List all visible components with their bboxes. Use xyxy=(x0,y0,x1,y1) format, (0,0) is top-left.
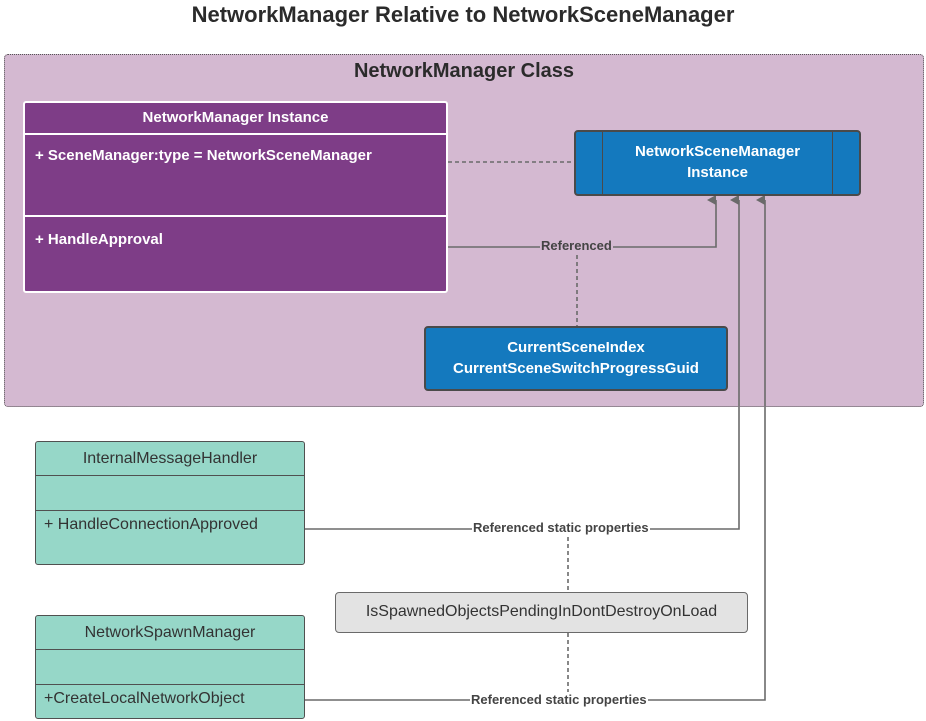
left-bar xyxy=(602,132,603,194)
static-properties-label-1: Referenced static properties xyxy=(472,520,650,535)
static-properties-label-2: Referenced static properties xyxy=(470,692,648,707)
handle-approval-method: + HandleApproval xyxy=(25,215,446,248)
right-bar xyxy=(832,132,833,194)
network-scene-manager-instance[interactable]: NetworkSceneManager Instance xyxy=(574,130,861,196)
create-local-network-object-method: +CreateLocalNetworkObject xyxy=(36,684,304,708)
scene-manager-name: NetworkSceneManager xyxy=(634,143,801,160)
network-spawn-manager-fields xyxy=(36,649,304,684)
network-manager-instance[interactable]: NetworkManager Instance + SceneManager:t… xyxy=(23,101,448,293)
current-scene-index: CurrentSceneIndex xyxy=(507,339,645,356)
referenced-arrow xyxy=(448,195,717,248)
internal-message-handler-class[interactable]: InternalMessageHandler + HandleConnectio… xyxy=(35,441,305,565)
network-spawn-manager-header: NetworkSpawnManager xyxy=(84,624,256,641)
handle-connection-approved-method: + HandleConnectionApproved xyxy=(36,510,304,534)
scene-manager-field: + SceneManager:type = NetworkSceneManage… xyxy=(25,133,446,215)
internal-message-handler-fields xyxy=(36,475,304,510)
current-scene-switch-progress-guid: CurrentSceneSwitchProgressGuid xyxy=(453,360,699,377)
network-manager-class-label: NetworkManager Class xyxy=(353,60,575,82)
referenced-label: Referenced xyxy=(540,238,613,253)
network-spawn-manager-class[interactable]: NetworkSpawnManager +CreateLocalNetworkO… xyxy=(35,615,305,719)
internal-message-handler-header: InternalMessageHandler xyxy=(82,450,258,467)
static-ref-arrow-2 xyxy=(305,195,766,701)
static-ref-arrow-1 xyxy=(305,195,740,530)
diagram-title: NetworkManager Relative to NetworkSceneM… xyxy=(191,2,735,27)
scene-properties-box[interactable]: CurrentSceneIndex CurrentSceneSwitchProg… xyxy=(424,326,728,391)
network-manager-instance-header: NetworkManager Instance xyxy=(142,109,329,126)
pending-in-dont-destroy-property[interactable]: IsSpawnedObjectsPendingInDontDestroyOnLo… xyxy=(335,592,748,633)
scene-manager-instance-word: Instance xyxy=(687,164,748,181)
